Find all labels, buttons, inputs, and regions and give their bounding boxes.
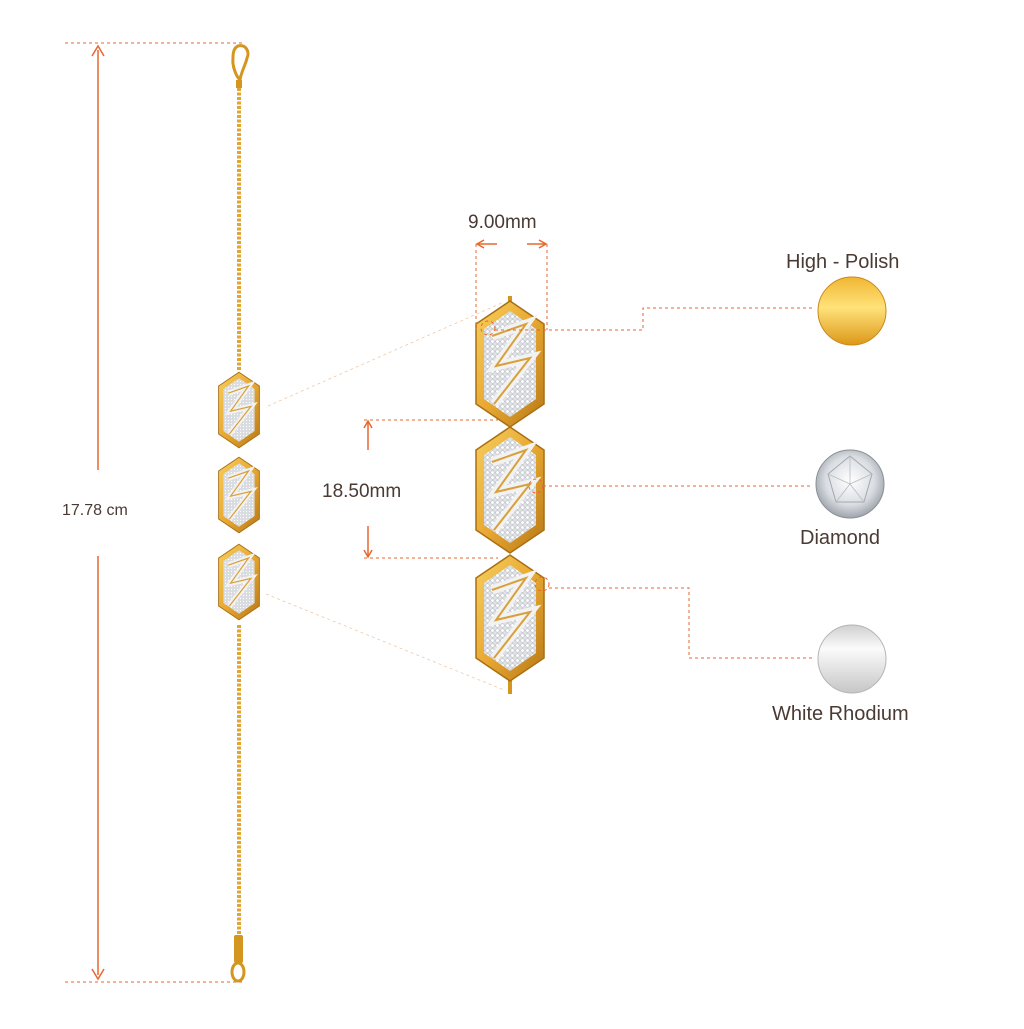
gold-polish-swatch-icon [817,276,887,346]
large-motif-3-icon [475,554,545,682]
diamond-swatch-icon [815,449,885,519]
enlarged-pendant-view [475,296,545,694]
height-dimension [363,419,498,559]
white-rhodium-label: White Rhodium [772,703,909,725]
high-polish-label: High - Polish [786,251,900,273]
small-motif-2-icon [218,456,260,534]
large-motif-2-icon [475,426,545,554]
lobster-clasp-icon [231,44,250,88]
large-motif-1-icon [475,300,545,428]
motif-height-label: 18.50mm [322,481,402,502]
full-bracelet-view [218,44,260,983]
white-rhodium-swatch-icon [817,624,887,694]
width-dimension [475,239,548,330]
total-length-label: 17.78 cm [62,502,128,519]
callout-leaders [480,307,812,659]
pendant-width-label: 9.00mm [468,212,537,233]
small-motif-3-icon [218,543,260,621]
zoom-guide-lines [265,301,505,691]
total-length-dimension [65,42,245,983]
end-tag-icon [234,935,243,963]
small-motif-1-icon [218,371,260,449]
jump-ring-icon [230,961,246,983]
diamond-label: Diamond [800,527,881,549]
